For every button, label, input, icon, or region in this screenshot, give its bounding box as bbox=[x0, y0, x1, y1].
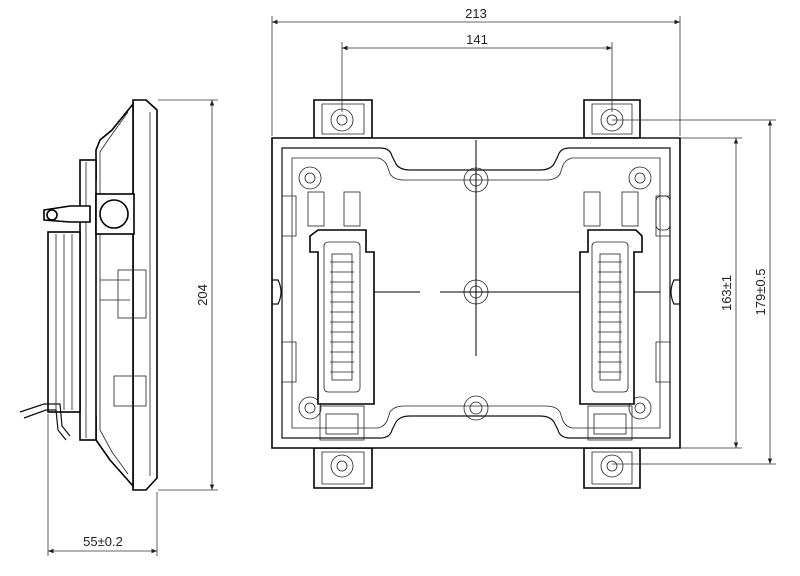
overall-width-dimension: 213 bbox=[465, 6, 487, 21]
mount-spacing-dimension: 141 bbox=[466, 32, 488, 47]
inner-height-dimension: 163±1 bbox=[719, 275, 734, 311]
front-view: 213 141 163±1 179±0.5 bbox=[271, 6, 776, 489]
mounting-ear bbox=[583, 99, 641, 139]
mounting-ear bbox=[313, 447, 373, 489]
mounting-ear bbox=[313, 99, 373, 139]
connector-right bbox=[579, 191, 643, 441]
depth-dimension: 55±0.2 bbox=[83, 534, 123, 549]
outer-height-dimension: 179±0.5 bbox=[753, 269, 768, 316]
side-view: 204 55±0.2 bbox=[19, 99, 218, 556]
connector-left bbox=[307, 191, 375, 441]
side-height-dimension: 204 bbox=[195, 284, 210, 306]
mounting-ear bbox=[583, 447, 641, 489]
